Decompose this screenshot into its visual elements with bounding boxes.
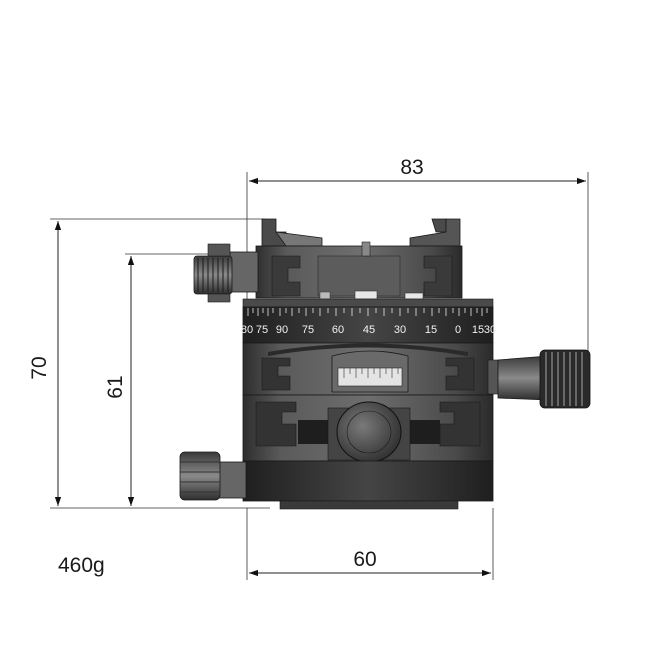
- plate-height-label: 61: [104, 375, 127, 398]
- dimension-base-width: 60: [249, 548, 491, 577]
- svg-text:0: 0: [455, 324, 461, 336]
- svg-text:15: 15: [425, 324, 437, 336]
- weight-label: 460g: [58, 554, 105, 577]
- svg-text:90: 90: [276, 324, 288, 336]
- clamp-jaws: [261, 218, 461, 247]
- base-width-label: 60: [353, 548, 376, 571]
- svg-text:45: 45: [363, 324, 375, 336]
- lower-left-knob: [179, 451, 247, 501]
- svg-text:80: 80: [241, 324, 253, 336]
- dimension-plate-height: 61: [104, 256, 135, 506]
- panning-clamp-illustration: 80 75 90 75 60 45 30 15 0 15 30: [179, 218, 591, 510]
- svg-text:15: 15: [472, 324, 484, 336]
- bubble-level: [331, 350, 409, 393]
- svg-text:60: 60: [332, 324, 344, 336]
- scale-ticks: [247, 308, 488, 316]
- svg-text:30: 30: [394, 324, 406, 336]
- clamp-knob: [193, 243, 259, 303]
- base-foot: [279, 500, 459, 510]
- dimension-overall-height: 70: [28, 221, 62, 506]
- dimension-overall-width: 83: [249, 156, 586, 185]
- svg-text:75: 75: [256, 324, 268, 336]
- center-lock-knob: [327, 401, 411, 463]
- base: [242, 460, 494, 502]
- svg-text:75: 75: [302, 324, 314, 336]
- right-knob: [487, 349, 591, 409]
- center-pin: [361, 241, 371, 257]
- overall-width-label: 83: [400, 156, 423, 179]
- overall-height-label: 70: [28, 356, 51, 379]
- svg-text:30: 30: [484, 324, 496, 336]
- scale-labels: 80 75 90 75 60 45 30 15 0 15 30: [241, 324, 496, 336]
